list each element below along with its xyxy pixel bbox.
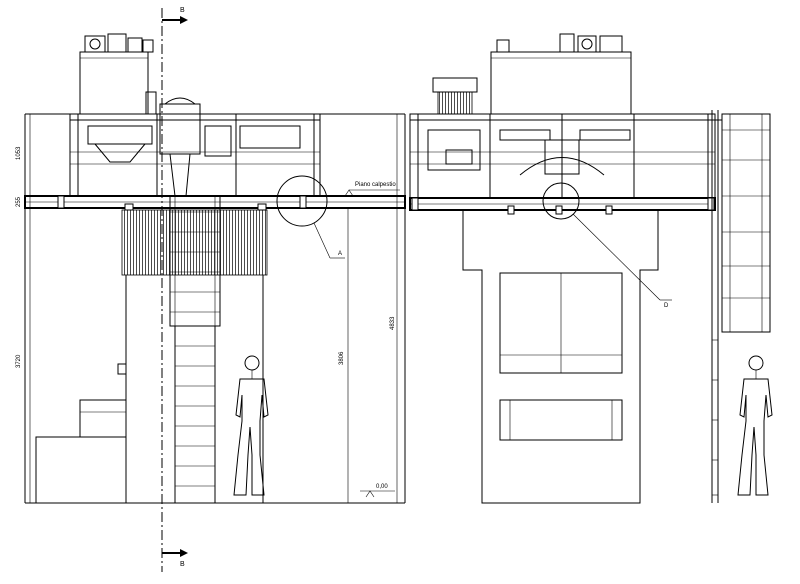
dim-1053: 1053 bbox=[16, 146, 22, 160]
section-marker-top: B bbox=[180, 7, 185, 14]
floor-note: Piano calpestio bbox=[355, 182, 396, 188]
human-figure-right bbox=[737, 355, 773, 496]
dim-4833: 4833 bbox=[390, 316, 396, 330]
level-label: 0,00 bbox=[376, 484, 388, 490]
dimensions-left: 1053 255 3720 3806 4833 0,00 bbox=[16, 113, 398, 504]
dim-255: 255 bbox=[16, 196, 22, 207]
hydraulic-unit-right bbox=[432, 33, 632, 115]
detail-a-label: A bbox=[338, 251, 342, 257]
left-elevation-view: B B A Piano calpestio 1053 255 3720 bbox=[16, 7, 406, 572]
hydraulic-unit-left bbox=[79, 33, 157, 115]
section-marker-bottom: B bbox=[180, 561, 185, 568]
dim-3720: 3720 bbox=[16, 354, 22, 368]
ladder-cage-left bbox=[169, 195, 221, 504]
human-figure-left bbox=[233, 355, 269, 496]
press-body-left bbox=[35, 209, 268, 504]
upper-platform-left bbox=[24, 97, 406, 211]
upper-platform-right bbox=[409, 113, 716, 215]
detail-d-label: D bbox=[664, 303, 669, 309]
section-line-b: B B bbox=[161, 7, 188, 572]
right-elevation-view: D bbox=[409, 33, 773, 504]
press-body-right bbox=[462, 210, 659, 504]
detail-callout-d: D bbox=[542, 182, 672, 309]
ladder-cage-right bbox=[711, 110, 771, 503]
dim-3806: 3806 bbox=[339, 351, 345, 365]
detail-callout-a: A Piano calpestio bbox=[276, 175, 400, 259]
